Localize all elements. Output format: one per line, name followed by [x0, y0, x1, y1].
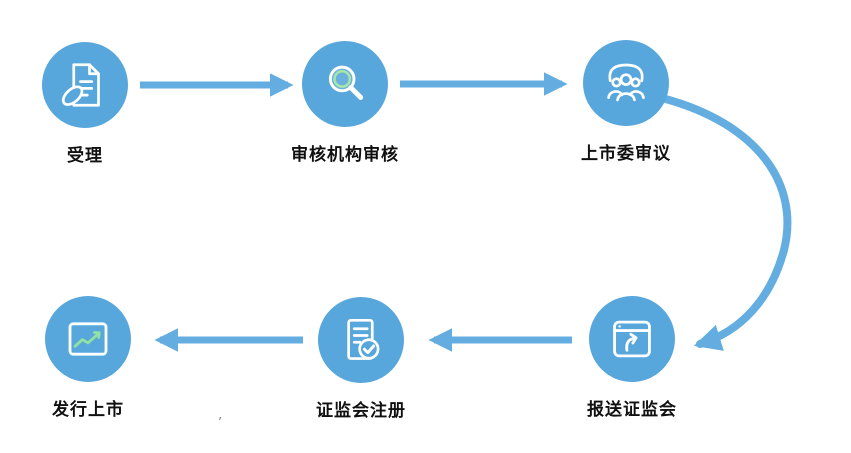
register-circle: [318, 297, 404, 383]
node-listing: 发行上市: [8, 296, 168, 420]
review-circle: [302, 41, 388, 127]
node-label: 发行上市: [52, 400, 124, 420]
document-check-icon: [347, 318, 380, 360]
node-label: 报送证监会: [587, 400, 677, 420]
accept-circle: [42, 42, 128, 128]
submit-browser-icon: [613, 320, 651, 358]
committee-people-icon: [607, 63, 645, 102]
magnifier-icon: [328, 65, 364, 100]
node-review: 审核机构审核: [265, 41, 425, 165]
node-accept: 受理: [5, 42, 165, 166]
node-committee: 上市委审议: [546, 40, 706, 164]
node-register: 证监会注册: [281, 297, 441, 421]
listing-circle: [45, 296, 131, 382]
stray-mark: ’: [218, 416, 223, 431]
committee-circle: [583, 40, 669, 126]
submit-circle: [589, 296, 675, 382]
node-label: 证监会注册: [316, 401, 406, 421]
node-label: 上市委审议: [581, 144, 671, 164]
listing-chart-icon: [68, 322, 108, 356]
node-label: 受理: [67, 146, 103, 166]
document-pen-icon: [61, 63, 100, 107]
node-label: 审核机构审核: [291, 145, 399, 165]
node-submit: 报送证监会: [552, 296, 712, 420]
